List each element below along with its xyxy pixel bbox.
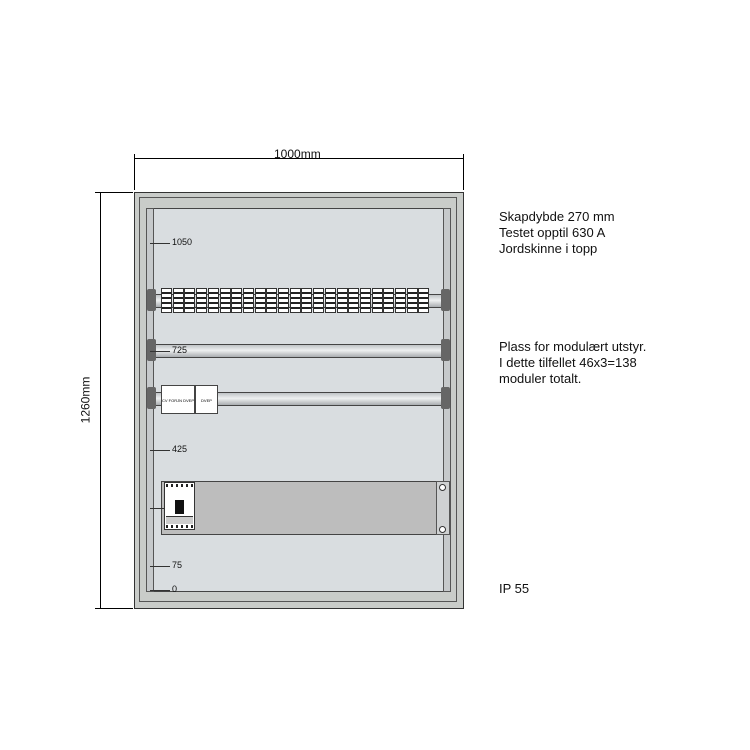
breaker-module (161, 288, 172, 313)
note-earth-bar: Jordskinne i topp (499, 241, 598, 256)
module-block-1: CV FORJN DVEP (161, 385, 195, 414)
note-depth: Skapdybde 270 mm (499, 209, 615, 224)
breaker-module (348, 288, 360, 313)
cover-plate (161, 481, 442, 535)
scale-1050: 1050 (172, 237, 193, 247)
breaker-module (418, 288, 430, 313)
height-dimension-line (100, 192, 101, 609)
height-label: 1260mm (78, 376, 93, 424)
height-extension-bottom (95, 608, 133, 609)
breaker-module (278, 288, 289, 313)
breaker-module (406, 288, 418, 313)
breaker-module (207, 288, 219, 313)
note-modular-space: Plass for modulært utstyr. (499, 339, 647, 354)
breaker-module (266, 288, 278, 313)
breaker-module (184, 288, 196, 313)
note-module-count: I dette tilfellet 46x3=138 (499, 355, 637, 370)
ip-rating: IP 55 (499, 581, 530, 596)
din-rail-2 (150, 344, 449, 358)
note-tested: Testet opptil 630 A (499, 225, 606, 240)
breaker-module (196, 288, 208, 313)
width-dimension-line (134, 158, 464, 159)
width-extension-left (134, 154, 135, 190)
breaker-module (254, 288, 266, 313)
main-breaker (164, 482, 195, 530)
breaker-module (324, 288, 336, 313)
breaker-module (172, 288, 184, 313)
height-extension-top (95, 192, 133, 193)
note-modules-total: moduler totalt. (499, 371, 582, 386)
width-label: 1000mm (274, 147, 321, 161)
breaker-module (383, 288, 395, 313)
breaker-module (242, 288, 254, 313)
scale-725: 725 (172, 345, 188, 355)
breaker-module (313, 288, 325, 313)
breaker-module (336, 288, 348, 313)
breaker-module (359, 288, 371, 313)
module-block-2: DVEP (195, 385, 218, 414)
scale-75: 75 (172, 560, 183, 570)
breaker-module (395, 288, 406, 313)
width-extension-right (463, 154, 464, 190)
scale-425: 425 (172, 444, 188, 454)
breaker-module (219, 288, 231, 313)
breaker-module (301, 288, 313, 313)
scale-0: 0 (172, 584, 178, 594)
breaker-module (371, 288, 383, 313)
breaker-module (289, 288, 301, 313)
breaker-module (231, 288, 243, 313)
